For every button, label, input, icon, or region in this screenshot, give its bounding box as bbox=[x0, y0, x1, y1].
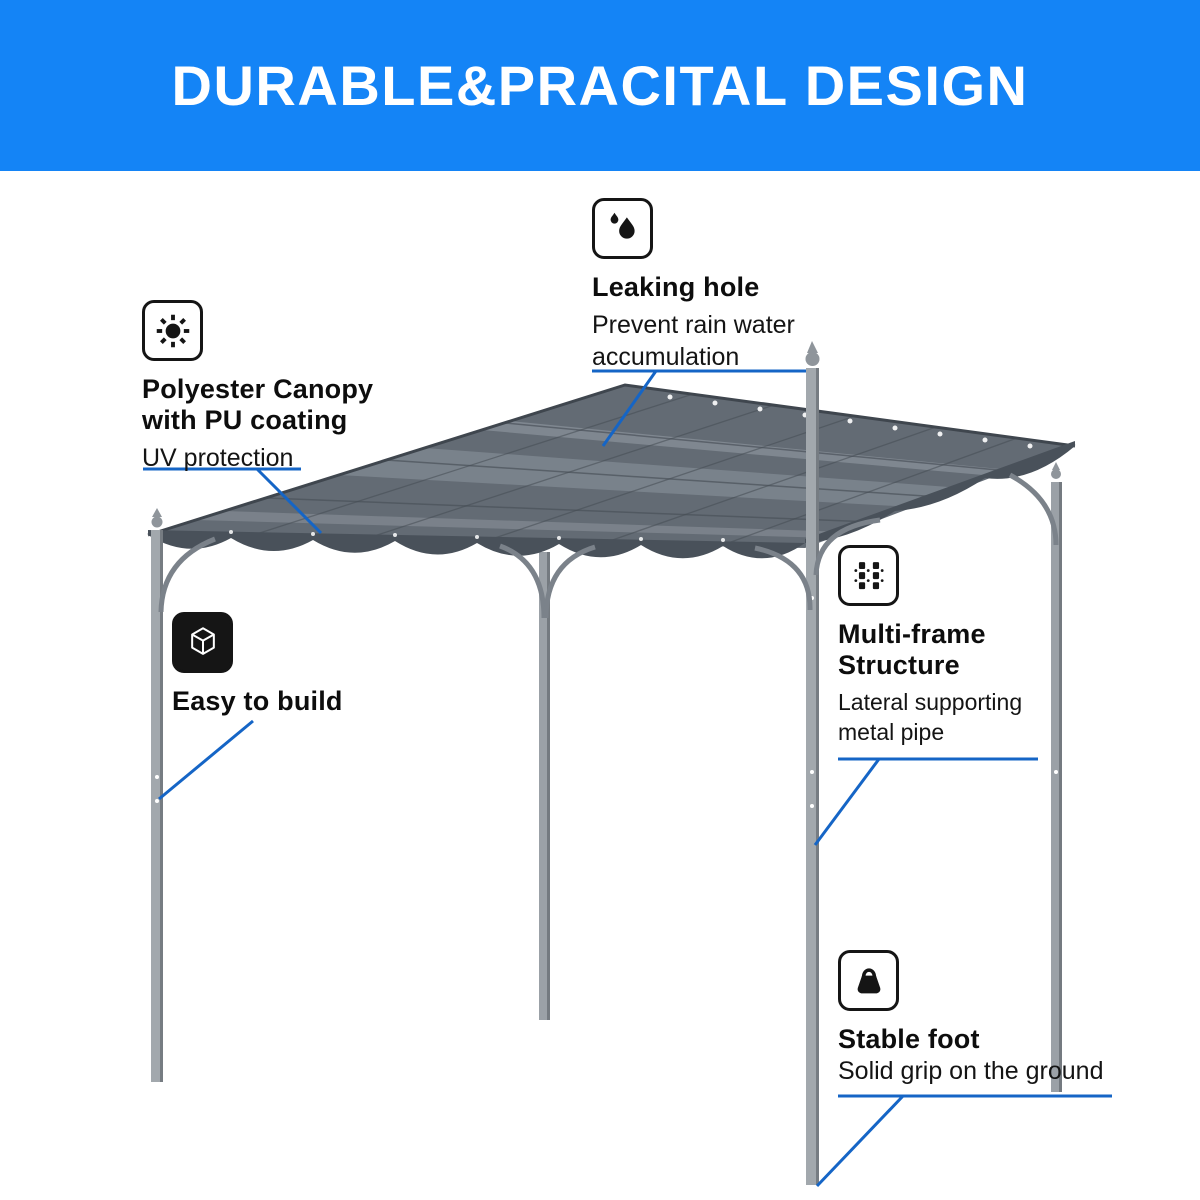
middle-post bbox=[539, 552, 550, 1020]
callout-title: Structure bbox=[838, 650, 960, 680]
right-front-post bbox=[805, 341, 820, 1185]
callout-title: with PU coating bbox=[142, 405, 348, 435]
water-drops-icon bbox=[592, 198, 653, 259]
callout-title: Leaking hole bbox=[592, 272, 760, 302]
far-right-post bbox=[1051, 462, 1062, 1092]
callout-desc: Prevent rain water bbox=[592, 311, 795, 339]
callout-desc: Solid grip on the ground bbox=[838, 1057, 1104, 1085]
callout-title: Easy to build bbox=[172, 686, 343, 716]
callout-title: Stable foot bbox=[838, 1024, 980, 1054]
page-title: DURABLE&PRACITAL DESIGN bbox=[171, 54, 1029, 117]
callout-desc: metal pipe bbox=[838, 719, 945, 745]
callout-desc: UV protection bbox=[142, 444, 294, 472]
callout-easy-to-build: Easy to build bbox=[172, 612, 343, 717]
corner-braces bbox=[158, 472, 1059, 619]
left-front-post bbox=[151, 508, 163, 1082]
callout-leaking-hole: Leaking hole Prevent rain water accumula… bbox=[592, 198, 795, 373]
callout-title: Polyester Canopy bbox=[142, 374, 374, 404]
pipes-icon bbox=[838, 545, 899, 606]
callout-polyester-canopy: Polyester Canopy with PU coating UV prot… bbox=[142, 300, 373, 474]
weight-icon bbox=[838, 950, 899, 1011]
header-banner: DURABLE&PRACITAL DESIGN bbox=[0, 0, 1200, 171]
cube-icon bbox=[172, 612, 233, 673]
callout-multi-frame: Multi-frame Structure Lateral supporting… bbox=[838, 545, 1022, 747]
sun-icon bbox=[142, 300, 203, 361]
callout-desc: accumulation bbox=[592, 343, 740, 371]
callout-title: Multi-frame bbox=[838, 619, 986, 649]
callout-stable-foot: Stable foot Solid grip on the ground bbox=[838, 950, 1103, 1087]
callout-desc: Lateral supporting bbox=[838, 689, 1023, 715]
